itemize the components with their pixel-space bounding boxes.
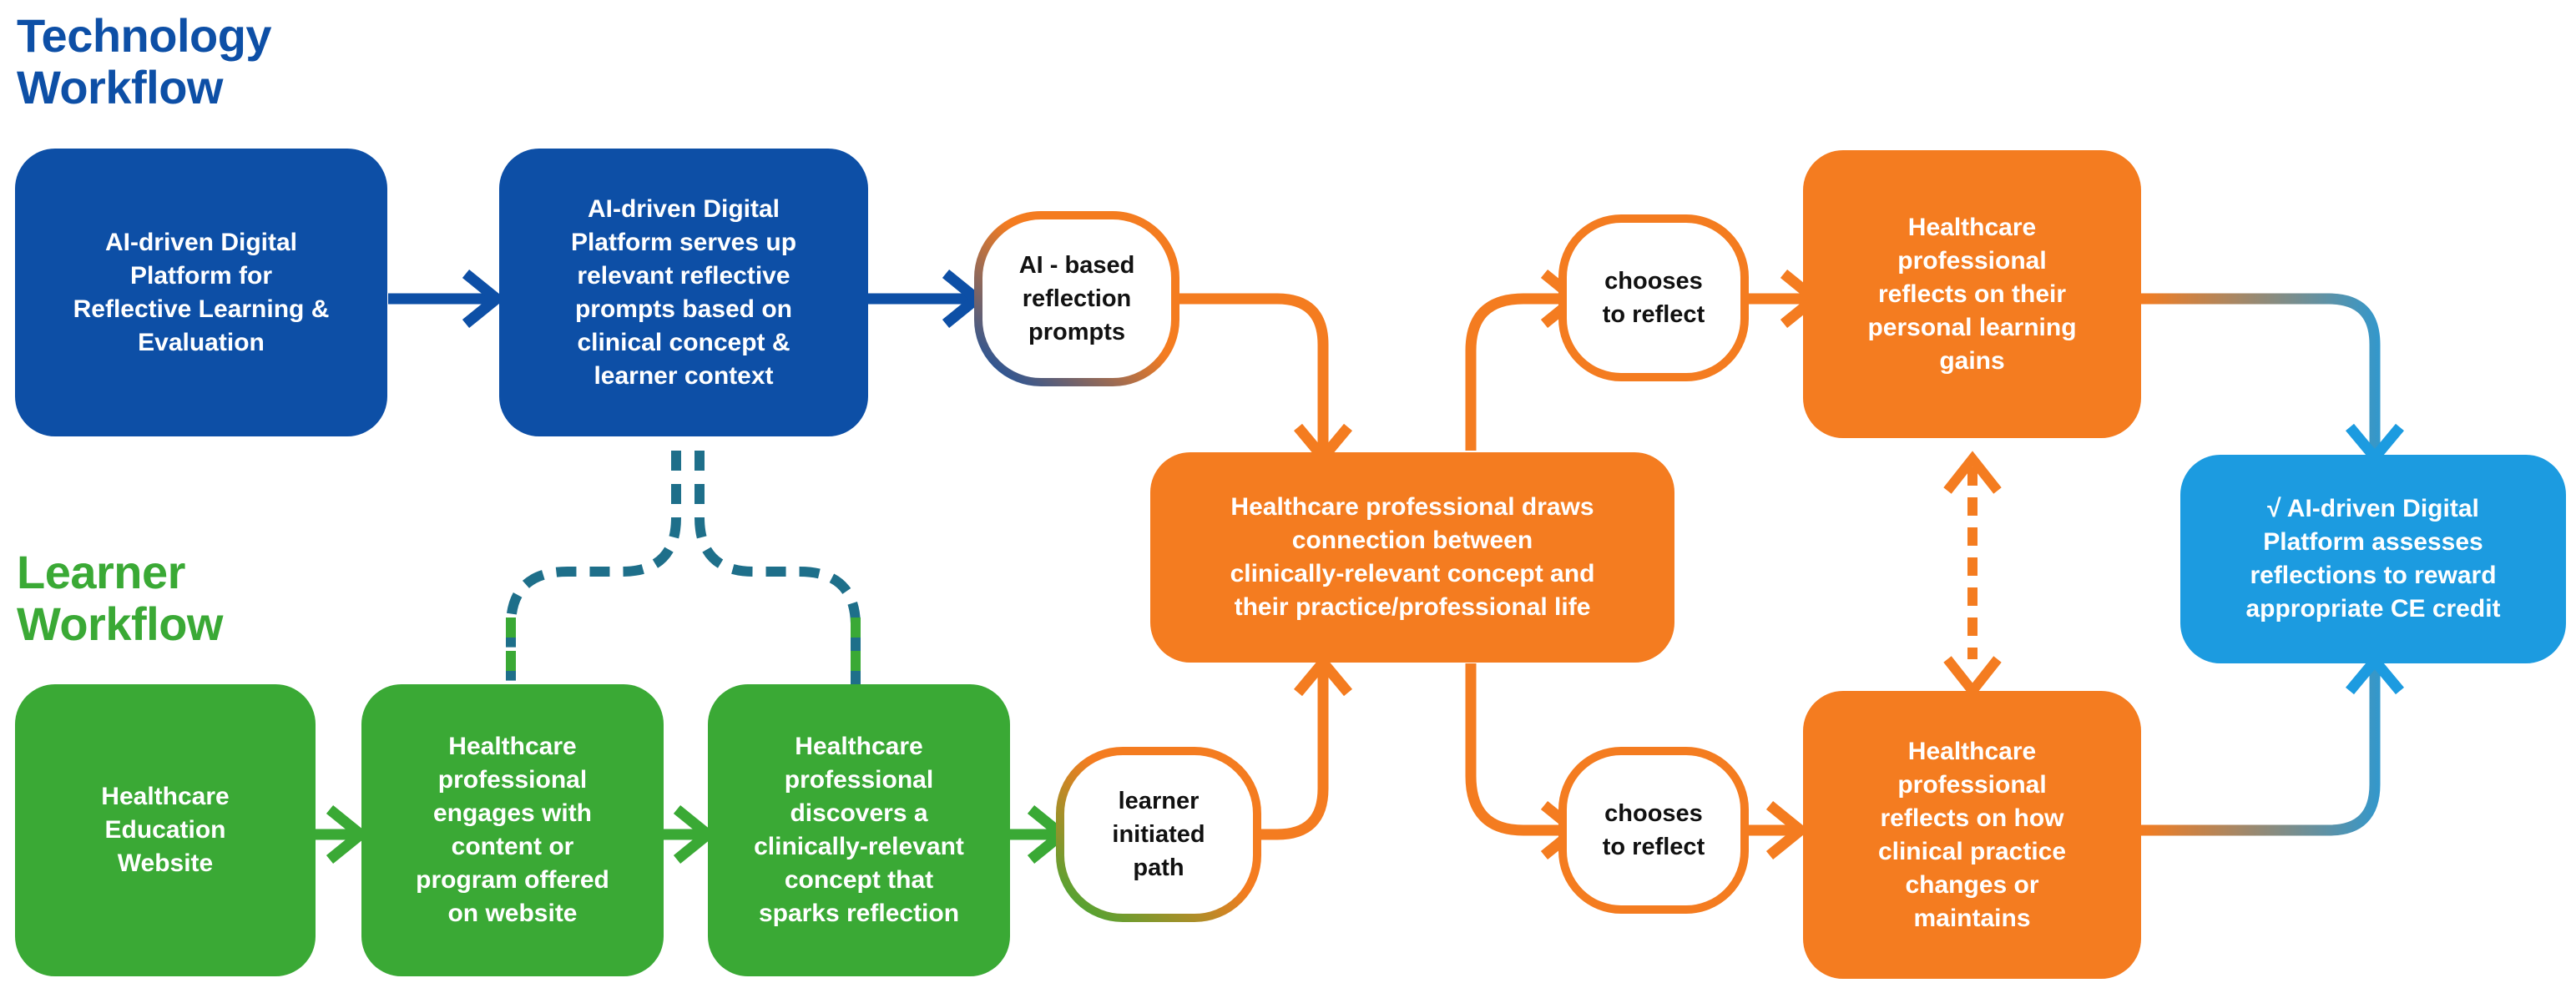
technology-workflow-heading: Technology Workflow (17, 9, 272, 113)
learner-workflow-heading: Learner Workflow (17, 547, 223, 650)
pill-outline-reflection-prompts (974, 211, 1179, 386)
gains-line: Healthcare (1907, 213, 2037, 241)
draws-connection-node: Healthcare professional draws connection… (1150, 452, 1674, 663)
learner-path-line: initiated (1112, 821, 1205, 848)
assesses-reflections-node: √ AI-driven Digital Platform assesses re… (2180, 455, 2566, 663)
practice-line: maintains (1913, 904, 2031, 932)
draws-connection-line: Healthcare professional draws (1230, 493, 1594, 521)
arrow-discovers-to-learner-path (1010, 804, 1071, 864)
engages-line: professional (437, 766, 588, 794)
practice-line: professional (1897, 770, 2047, 799)
chooses-to-reflect-bottom-pill: chooses to reflect (1563, 751, 1745, 910)
ai-platform-line: Evaluation (138, 328, 265, 356)
website-line: Website (117, 849, 214, 877)
arrow-prompts-to-draws (1177, 293, 1352, 466)
assesses-line: Platform assesses (2263, 528, 2483, 556)
healthcare-website-node: Healthcare Education Website (15, 684, 316, 976)
arrow-platform-to-serves (388, 269, 506, 329)
ai-serves-prompts-line: prompts based on (574, 295, 792, 323)
website-line: Education (104, 816, 226, 844)
engages-line: on website (447, 900, 578, 927)
learner-heading-line2: Workflow (17, 597, 223, 650)
arrow-learner-path-to-draws (1256, 653, 1352, 840)
practice-line: Healthcare (1907, 737, 2037, 765)
technology-heading-line1: Technology (17, 9, 272, 62)
technology-heading-line2: Workflow (17, 61, 223, 113)
discovers-line: professional (784, 766, 934, 794)
reflection-prompts-line: AI - based (1018, 252, 1135, 279)
ai-serves-prompts-line: Platform serves up (570, 228, 797, 256)
learner-path-line: learner (1118, 788, 1200, 814)
assesses-line: √ AI-driven Digital (2267, 495, 2479, 522)
discovers-line: Healthcare (795, 733, 923, 760)
ai-serves-prompts-line: relevant reflective (577, 261, 790, 290)
engages-line: engages with (432, 799, 593, 827)
pill-outline-learner-path (1056, 747, 1261, 922)
engages-line: content or (451, 833, 574, 860)
engages-line: program offered (416, 866, 609, 894)
chooses-bottom-line: chooses (1604, 800, 1703, 827)
ai-platform-line: Platform for (129, 261, 272, 290)
arrow-serves-to-prompts (868, 269, 986, 329)
gains-line: reflects on their (1877, 280, 2067, 308)
ai-platform-node: AI-driven Digital Platform for Reflectiv… (15, 149, 387, 436)
pill-outline-chooses-bottom (1558, 747, 1749, 914)
discovers-line: concept that (784, 866, 934, 894)
ai-serves-prompts-line: learner context (593, 361, 774, 390)
dashed-link-gains-practice (1943, 451, 2002, 699)
ai-reflection-prompts-pill: AI - based reflection prompts (978, 215, 1175, 382)
ai-platform-line: AI-driven Digital (104, 228, 297, 256)
practice-line: clinical practice (1877, 837, 2067, 865)
reflects-practice-changes-node: Healthcare professional reflects on how … (1803, 691, 2141, 979)
arrow-practice-to-assesses (2141, 652, 2404, 836)
practice-line: reflects on how (1880, 804, 2064, 832)
chooses-top-line: to reflect (1602, 301, 1705, 328)
assesses-line: reflections to reward (2250, 562, 2497, 589)
arrow-chooses-bottom-to-practice (1745, 800, 1810, 860)
draws-connection-line: clinically-relevant concept and (1230, 560, 1595, 587)
discovers-line: discovers a (790, 799, 928, 827)
reflects-learning-gains-node: Healthcare professional reflects on thei… (1803, 150, 2141, 438)
discovers-line: clinically-relevant (754, 833, 964, 860)
arrow-gains-to-assesses (2141, 293, 2404, 466)
engages-content-node: Healthcare professional engages with con… (361, 684, 664, 976)
gains-line: professional (1897, 246, 2047, 275)
gains-line: gains (1939, 346, 2005, 375)
discovers-concept-node: Healthcare professional discovers a clin… (708, 684, 1010, 976)
chooses-to-reflect-top-pill: chooses to reflect (1563, 219, 1745, 377)
practice-line: changes or (1905, 870, 2039, 899)
draws-connection-line: their practice/professional life (1234, 593, 1591, 621)
ai-platform-line: Reflective Learning & (73, 295, 330, 323)
website-line: Healthcare (101, 783, 230, 810)
reflection-prompts-line: prompts (1028, 319, 1125, 345)
draws-connection-line: connection between (1291, 527, 1533, 554)
engages-line: Healthcare (448, 733, 577, 760)
gains-line: personal learning (1867, 313, 2077, 341)
ai-serves-prompts-node: AI-driven Digital Platform serves up rel… (499, 149, 868, 436)
learner-path-line: path (1133, 854, 1184, 881)
arrow-engages-to-discovers (664, 804, 717, 864)
arrow-website-to-engages (316, 804, 370, 864)
ai-serves-prompts-line: AI-driven Digital (587, 194, 780, 223)
reflection-prompts-line: reflection (1022, 285, 1132, 312)
chooses-bottom-line: to reflect (1602, 834, 1705, 860)
learner-heading-line1: Learner (17, 546, 185, 598)
pill-outline-chooses-top (1558, 214, 1749, 381)
ai-serves-prompts-line: clinical concept & (577, 328, 790, 356)
discovers-line: sparks reflection (758, 900, 960, 927)
dashed-link-platform-learner (506, 451, 861, 684)
learner-initiated-path-pill: learner initiated path (1060, 751, 1257, 918)
assesses-line: appropriate CE credit (2245, 595, 2501, 623)
chooses-top-line: chooses (1604, 268, 1703, 295)
